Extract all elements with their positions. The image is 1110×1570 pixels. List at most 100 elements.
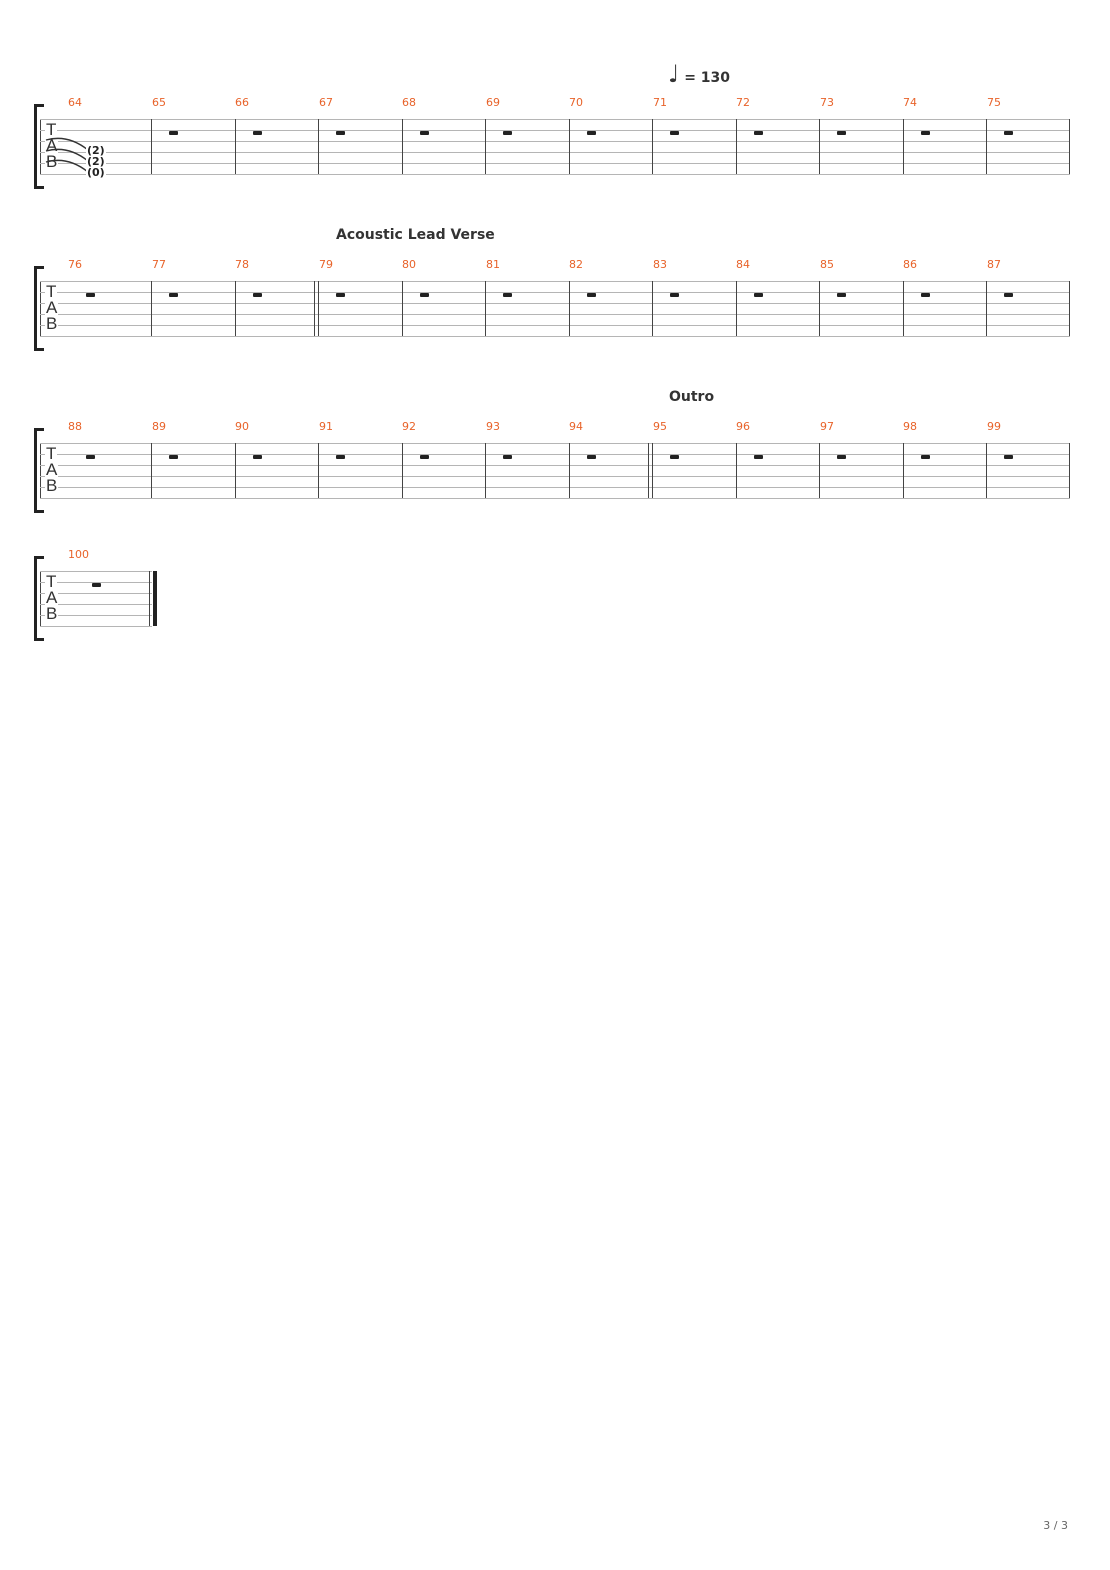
measure-number: 74 [903,96,917,109]
barline [485,281,486,336]
measure-number: 98 [903,420,917,433]
staff-line [40,303,1070,304]
whole-rest [670,293,679,297]
measure-number: 64 [68,96,82,109]
staff-line [40,454,1070,455]
measure-number: 65 [152,96,166,109]
staff-line [40,325,1070,326]
section-label: Acoustic Lead Verse [336,227,495,243]
measure-number: 81 [486,258,500,271]
whole-rest [587,455,596,459]
barline [986,443,987,498]
barline [485,443,486,498]
quarter-note-icon: ♩ [668,60,680,88]
measure-number: 100 [68,548,89,561]
barline [986,281,987,336]
staff-line [40,571,152,572]
measure-number: 70 [569,96,583,109]
barline [402,443,403,498]
measure-number: 77 [152,258,166,271]
barline [819,119,820,174]
whole-rest [503,131,512,135]
barline [903,281,904,336]
whole-rest [921,455,930,459]
final-barline-thin [149,571,150,626]
measure-number: 95 [653,420,667,433]
measure-number: 94 [569,420,583,433]
bracket-bottom-hook [34,510,44,513]
tab-clef-a: A [45,588,59,607]
whole-rest [503,293,512,297]
staff-line [40,163,1070,164]
measure-number: 66 [235,96,249,109]
tie-arcs-icon [45,137,89,173]
staff-line [40,292,1070,293]
barline [569,443,570,498]
staff-start-line [40,119,41,174]
tab-clef-a: A [45,460,59,479]
measure-number: 69 [486,96,500,109]
whole-rest [336,455,345,459]
tab-clef-t: T [45,572,58,591]
measure-number: 87 [987,258,1001,271]
measure-number: 84 [736,258,750,271]
tab-clef-b: B [45,604,59,623]
staff-line [40,281,1070,282]
whole-rest [503,455,512,459]
barline [235,281,236,336]
whole-rest [92,583,101,587]
section-label: Outro [669,389,715,405]
barline [903,119,904,174]
whole-rest [670,455,679,459]
whole-rest [1004,131,1013,135]
measure-number: 90 [235,420,249,433]
staff-line [40,498,1070,499]
double-barline [318,281,319,336]
measure-number: 83 [653,258,667,271]
measure-number: 80 [402,258,416,271]
barline [1069,443,1070,498]
staff-line [40,465,1070,466]
tempo-value: = 130 [684,70,731,86]
fret-number: (0) [86,166,106,179]
staff-start-line [40,281,41,336]
whole-rest [253,131,262,135]
barline [235,443,236,498]
measure-number: 67 [319,96,333,109]
whole-rest [921,131,930,135]
system-bracket [34,269,37,349]
staff-line [40,130,1070,131]
whole-rest [670,131,679,135]
tab-clef-t: T [45,120,58,139]
system-bracket [34,107,37,187]
staff-line [40,119,1070,120]
measure-number: 96 [736,420,750,433]
barline [402,119,403,174]
measure-number: 73 [820,96,834,109]
bracket-bottom-hook [34,638,44,641]
barline [1069,281,1070,336]
barline [318,119,319,174]
barline [736,443,737,498]
bracket-top-hook [34,266,44,269]
whole-rest [336,293,345,297]
staff-line [40,615,152,616]
staff-line [40,141,1070,142]
measure-number: 86 [903,258,917,271]
measure-number: 72 [736,96,750,109]
measure-number: 97 [820,420,834,433]
whole-rest [754,455,763,459]
barline [903,443,904,498]
whole-rest [169,455,178,459]
staff-line [40,443,1070,444]
double-barline [648,443,649,498]
staff-start-line [40,571,41,626]
whole-rest [169,293,178,297]
measure-number: 93 [486,420,500,433]
bracket-top-hook [34,556,44,559]
staff-line [40,593,152,594]
barline [819,443,820,498]
staff-line [40,626,152,627]
whole-rest [587,293,596,297]
staff-line [40,152,1070,153]
